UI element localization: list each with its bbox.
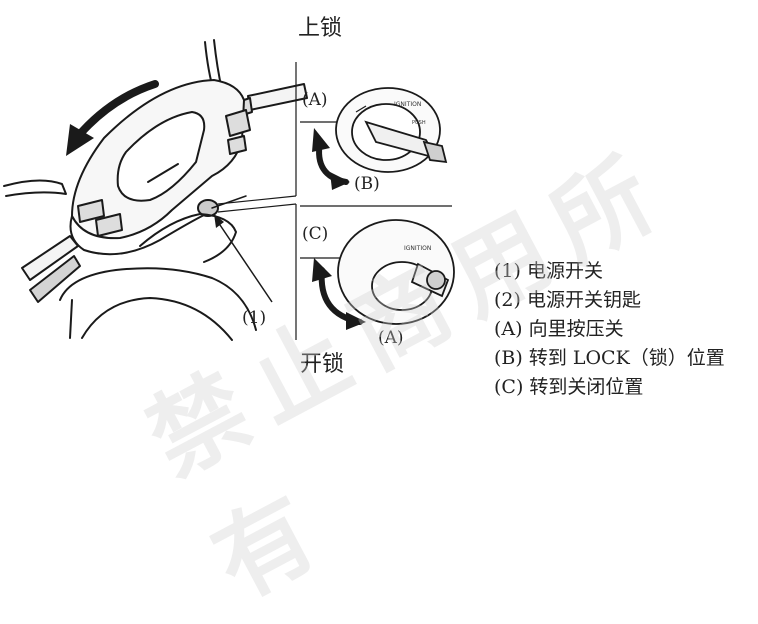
legend-item-a: (A) 向里按压关 <box>494 318 624 340</box>
legend-item-b: (B) 转到 LOCK（锁）位置 <box>494 347 725 369</box>
callout-a-bottom: (A) <box>378 328 404 348</box>
legend-item-c: (C) 转到关闭位置 <box>494 376 644 398</box>
lock-heading: 上锁 <box>298 16 343 41</box>
callout-1: (1) <box>242 308 267 328</box>
turn-arrow-icon <box>66 80 159 156</box>
callout-a-top: (A) <box>302 90 328 110</box>
legend-item-2: (2) 电源开关钥匙 <box>494 289 641 311</box>
legend-item-1: (1) 电源开关 <box>494 260 603 282</box>
callout-c: (C) <box>302 224 329 244</box>
unlock-heading: 开锁 <box>300 352 345 377</box>
scooter-illustration <box>3 39 308 341</box>
lock-inset-ignition: IGNITION PUSH <box>335 87 448 173</box>
svg-text:PUSH: PUSH <box>412 120 426 126</box>
unlock-curved-arrow-icon <box>312 258 366 330</box>
diagram-artwork: IGNITION PUSH IGNITION <box>3 39 455 341</box>
callout-1-leader <box>214 214 273 303</box>
svg-text:IGNITION: IGNITION <box>404 245 431 252</box>
svg-text:IGNITION: IGNITION <box>394 101 421 108</box>
lock-curved-arrow-icon <box>312 128 350 190</box>
unlock-inset-ignition: IGNITION <box>337 219 455 325</box>
callout-b: (B) <box>354 174 380 194</box>
diagram-stage: IGNITION PUSH IGNITION 上锁 开锁 (A) (B) (C)… <box>3 16 725 620</box>
